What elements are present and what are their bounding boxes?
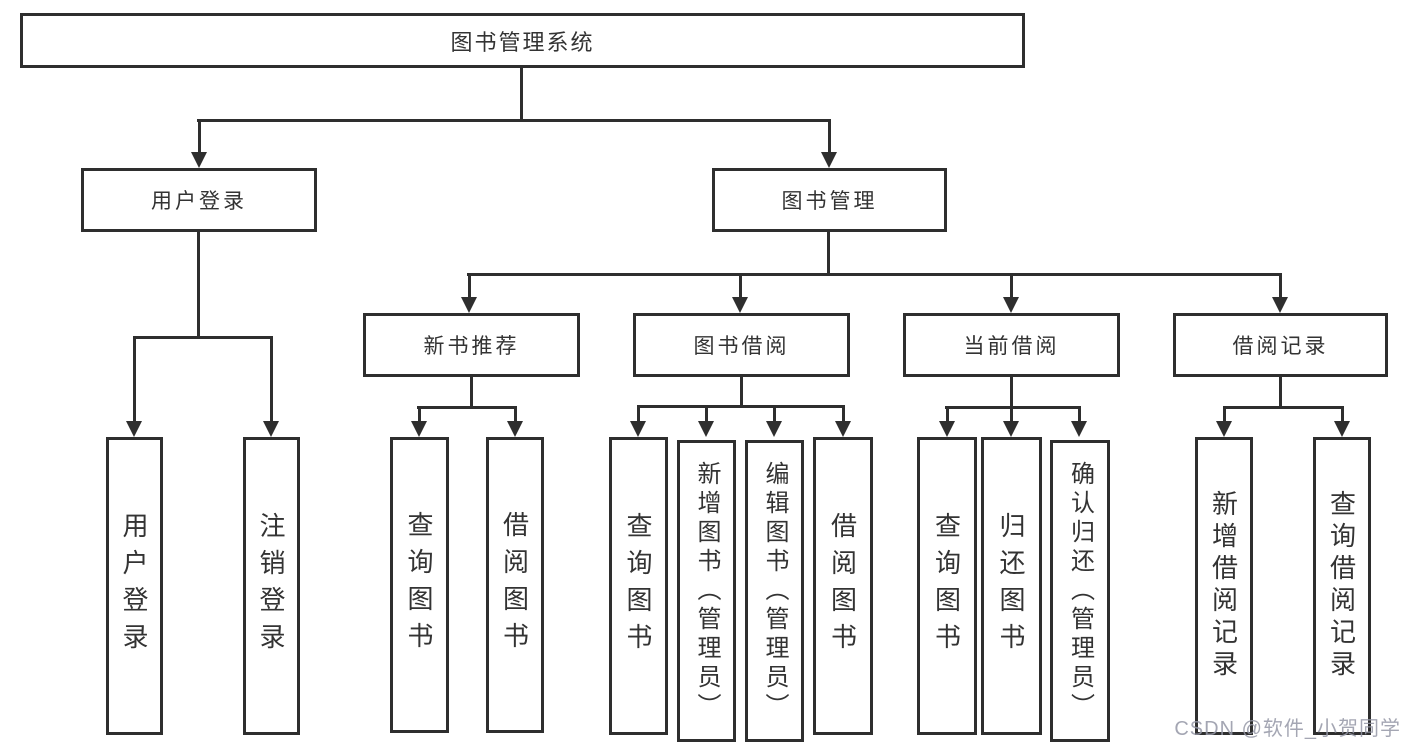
node-borrowing-query-books: 查询图书 bbox=[609, 437, 668, 735]
connector-line bbox=[197, 119, 831, 122]
node-user-login: 用户登录 bbox=[81, 168, 317, 232]
arrowhead-down-icon bbox=[1003, 406, 1020, 437]
arrowhead-down-icon bbox=[1334, 406, 1351, 437]
arrowhead-down-icon bbox=[263, 336, 280, 437]
arrowhead-down-icon bbox=[1216, 406, 1233, 437]
node-borrowing-edit-books-admin: 编辑图书（管理员） bbox=[745, 440, 804, 742]
node-current-confirm-return-admin: 确认归还（管理员） bbox=[1050, 440, 1110, 742]
connector-line bbox=[520, 67, 523, 120]
node-book-borrowing: 图书借阅 bbox=[633, 313, 850, 377]
arrowhead-down-icon bbox=[835, 405, 852, 437]
node-newbooks-query-books: 查询图书 bbox=[390, 437, 449, 733]
watermark: CSDN @软件_小贺同学 bbox=[1174, 718, 1401, 740]
node-current-borrowing: 当前借阅 bbox=[903, 313, 1120, 377]
node-current-return-books: 归还图书 bbox=[981, 437, 1042, 735]
connector-line bbox=[827, 232, 830, 276]
arrowhead-down-icon bbox=[411, 406, 428, 437]
node-leaf-user-login: 用户登录 bbox=[106, 437, 163, 735]
connector-line bbox=[1223, 406, 1344, 409]
node-book-management: 图书管理 bbox=[712, 168, 947, 232]
arrowhead-down-icon bbox=[732, 273, 749, 313]
node-new-book-recommendation: 新书推荐 bbox=[363, 313, 580, 377]
node-current-query-books: 查询图书 bbox=[917, 437, 977, 735]
connector-line bbox=[945, 406, 1081, 409]
connector-line bbox=[1279, 377, 1282, 408]
arrowhead-down-icon bbox=[126, 336, 143, 437]
node-records-add-record: 新增借阅记录 bbox=[1195, 437, 1253, 735]
connector-line bbox=[467, 273, 1282, 276]
arrowhead-down-icon bbox=[1071, 406, 1088, 437]
node-borrowing-borrow-books: 借阅图书 bbox=[813, 437, 873, 735]
node-records-query-record: 查询借阅记录 bbox=[1313, 437, 1371, 735]
connector-line bbox=[637, 405, 845, 408]
node-borrowing-add-books-admin: 新增图书（管理员） bbox=[677, 440, 736, 742]
arrowhead-down-icon bbox=[461, 273, 478, 313]
arrowhead-down-icon bbox=[821, 119, 838, 168]
arrowhead-down-icon bbox=[939, 406, 956, 437]
connector-line bbox=[1010, 377, 1013, 408]
arrowhead-down-icon bbox=[191, 119, 208, 168]
connector-line bbox=[470, 377, 473, 408]
node-newbooks-borrow-books: 借阅图书 bbox=[486, 437, 544, 733]
connector-line bbox=[417, 406, 517, 409]
arrowhead-down-icon bbox=[1272, 273, 1289, 313]
arrowhead-down-icon bbox=[630, 405, 647, 437]
connector-line bbox=[133, 336, 273, 339]
node-library-management-system: 图书管理系统 bbox=[20, 13, 1025, 68]
arrowhead-down-icon bbox=[766, 405, 783, 437]
arrowhead-down-icon bbox=[698, 405, 715, 437]
node-borrowing-records: 借阅记录 bbox=[1173, 313, 1388, 377]
arrowhead-down-icon bbox=[1003, 273, 1020, 313]
arrowhead-down-icon bbox=[507, 406, 524, 437]
node-leaf-logout: 注销登录 bbox=[243, 437, 300, 735]
connector-line bbox=[740, 377, 743, 407]
connector-line bbox=[197, 232, 200, 339]
